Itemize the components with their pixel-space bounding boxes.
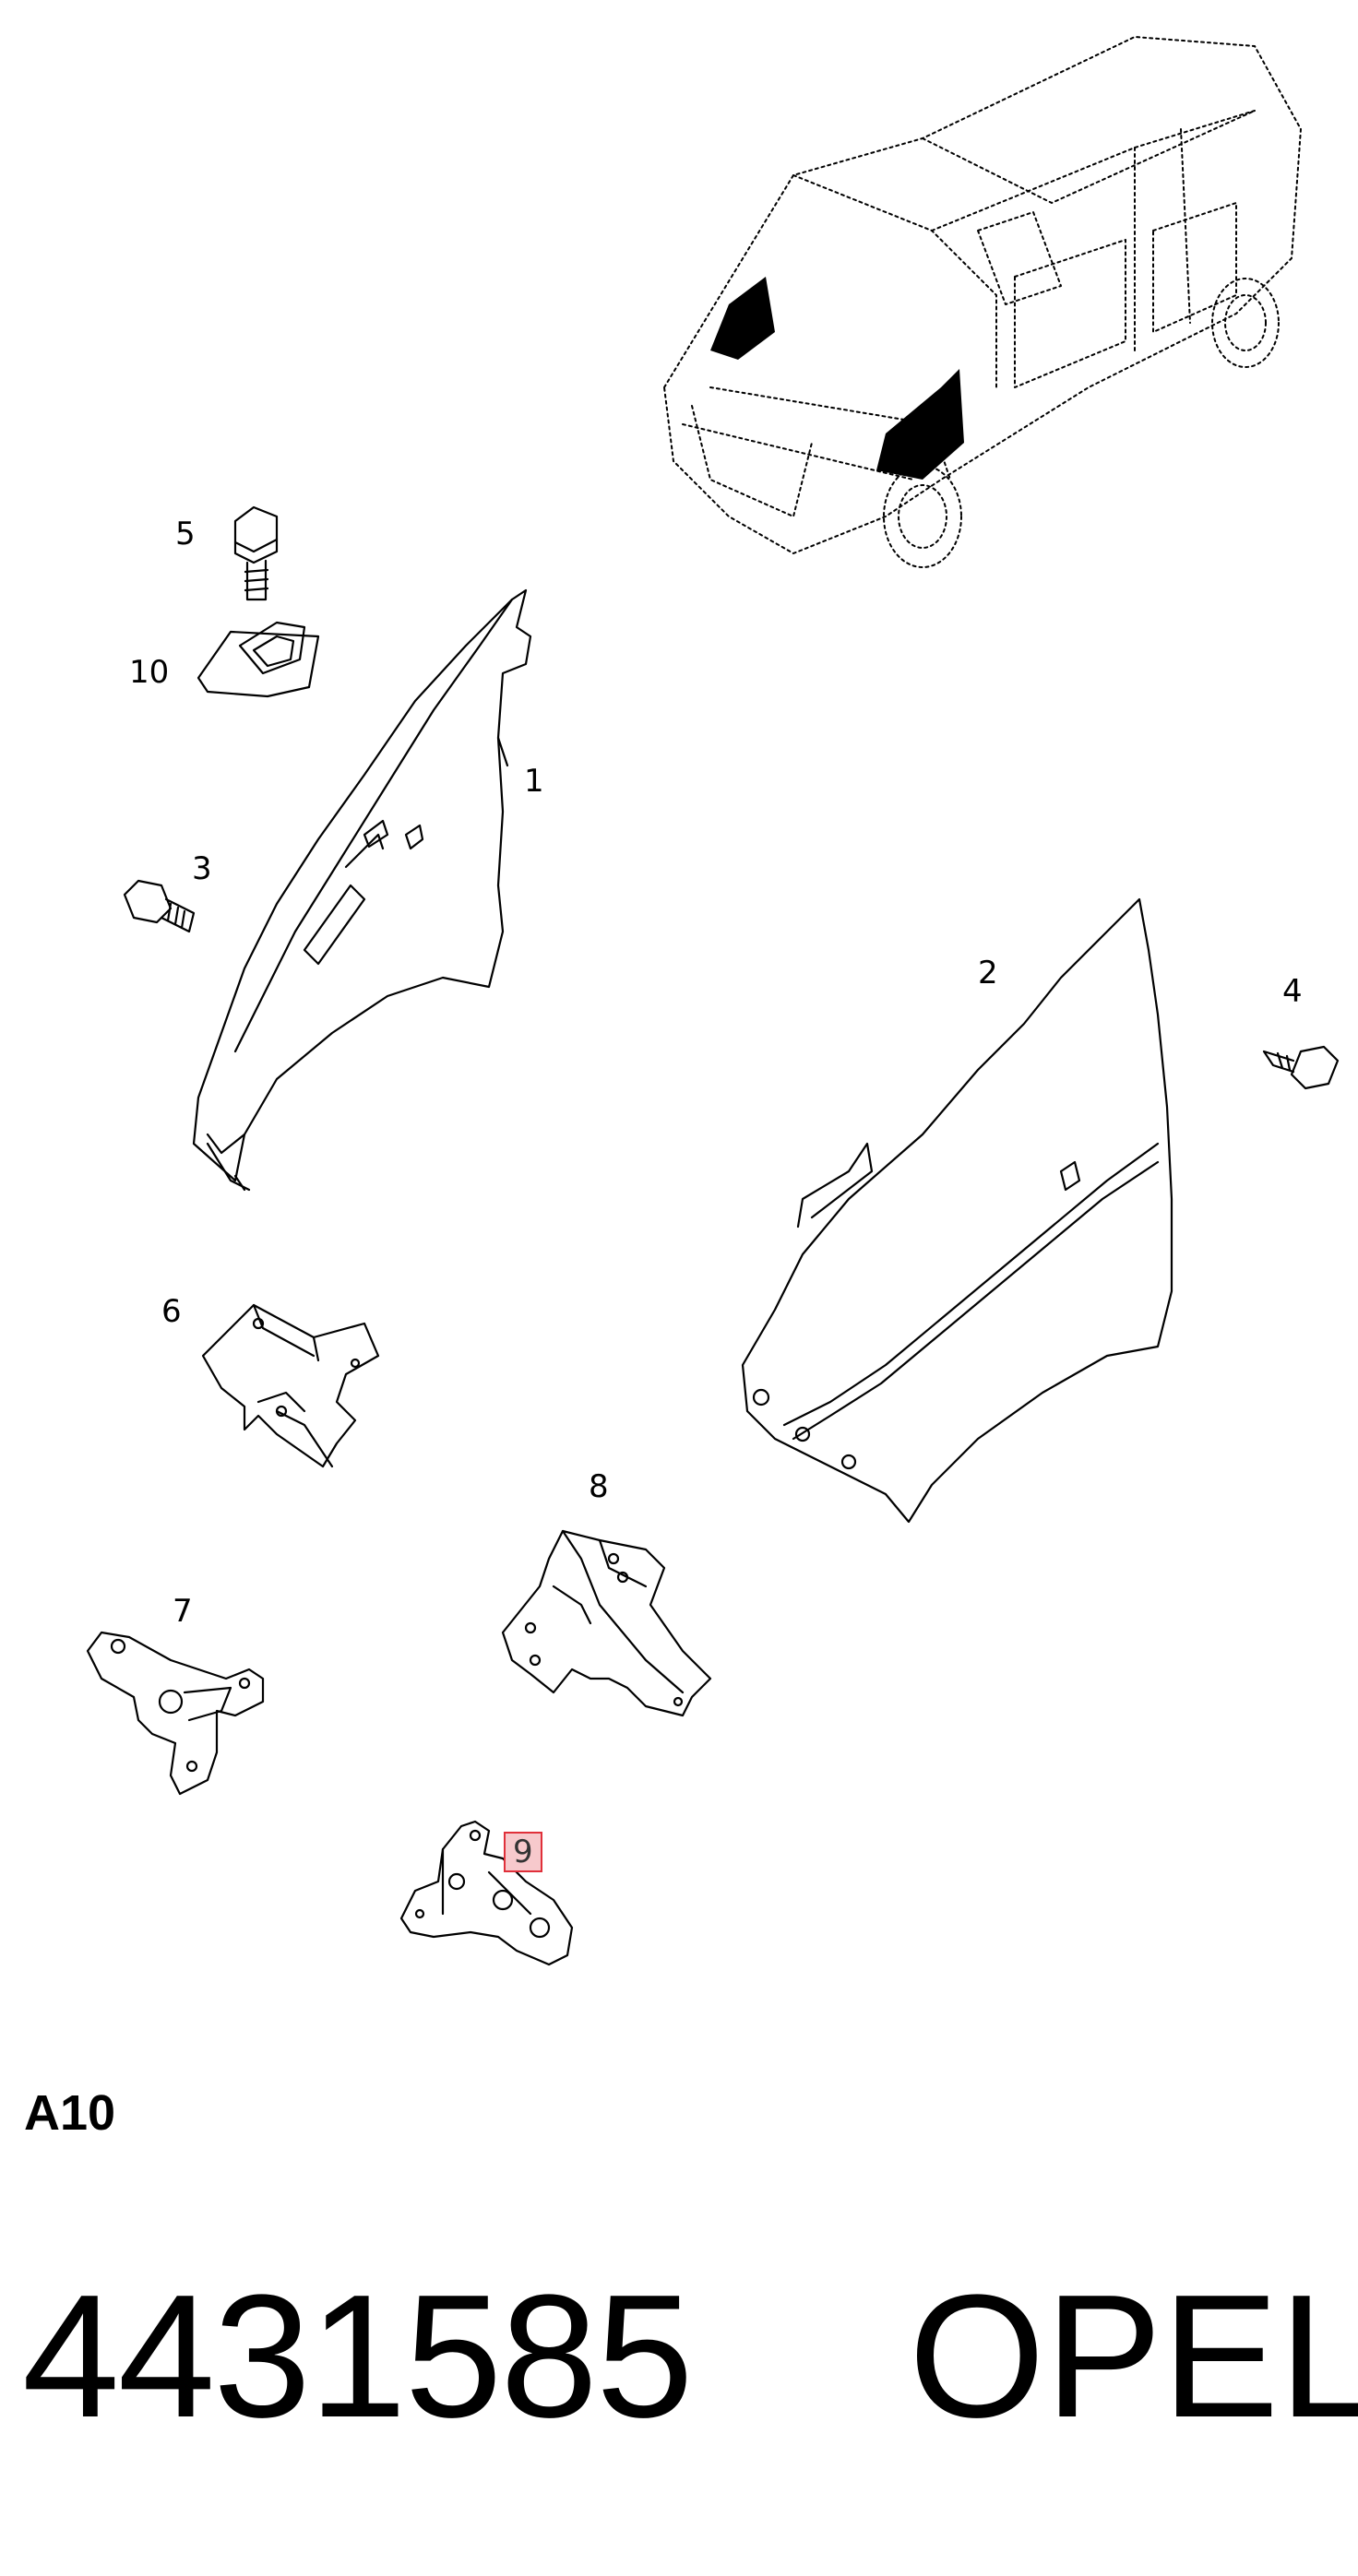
bracket-part-7: [86, 1631, 265, 1796]
callout-5: 5: [175, 516, 196, 552]
bolt-part-5: [233, 505, 279, 601]
screw-part-4: [1262, 1045, 1340, 1090]
section-code: A10: [24, 2085, 116, 2141]
clip-part-10: [197, 621, 320, 698]
callout-7: 7: [173, 1593, 193, 1630]
part-number: 4431585: [22, 2259, 694, 2454]
callout-4: 4: [1282, 973, 1303, 1010]
callout-3: 3: [192, 850, 212, 887]
callout-9-highlighted[interactable]: 9: [504, 1832, 542, 1872]
parts-diagram: [86, 36, 1340, 1966]
fender-part-1: [192, 588, 532, 1192]
callout-10: 10: [129, 654, 170, 691]
vehicle-illustration: [663, 36, 1302, 568]
vehicle-fender-left-highlight: [710, 277, 775, 360]
bracket-part-8: [501, 1529, 712, 1717]
vehicle-fender-right-highlight: [876, 369, 964, 480]
fender-part-2: [741, 897, 1173, 1524]
bracket-part-6: [201, 1303, 380, 1468]
callout-2: 2: [978, 955, 998, 991]
callout-1: 1: [524, 763, 544, 800]
callout-6: 6: [161, 1293, 182, 1330]
bracket-part-9: [399, 1820, 574, 1966]
brand-name: OPEL: [909, 2259, 1358, 2454]
bolt-part-3: [123, 879, 196, 933]
callout-8: 8: [589, 1468, 609, 1505]
